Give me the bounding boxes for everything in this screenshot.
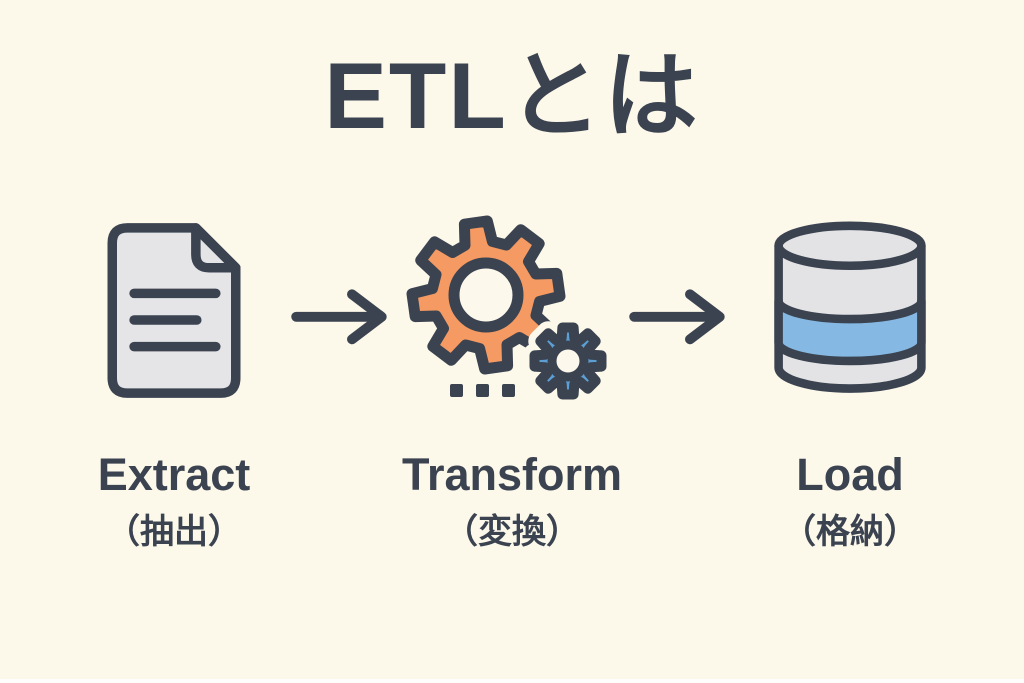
document-icon-svg bbox=[107, 222, 241, 398]
database-top-ellipse bbox=[774, 221, 926, 270]
transform-label: Transform bbox=[401, 449, 623, 501]
page-title: ETLとは bbox=[324, 43, 700, 148]
database-blue-band bbox=[774, 296, 926, 365]
extract-label-japanese: （抽出） bbox=[106, 512, 242, 551]
arrow-right-svg bbox=[629, 289, 725, 345]
document-fold-corner bbox=[191, 222, 241, 273]
ellipsis-dot bbox=[475, 383, 489, 397]
large-gear-hole bbox=[448, 257, 523, 333]
gears-icon-svg bbox=[406, 215, 613, 407]
diagram-row: Extract （抽出） bbox=[0, 212, 1024, 552]
arrow-head bbox=[347, 289, 387, 345]
arrow-right-icon bbox=[289, 288, 397, 346]
extract-label: Extract bbox=[97, 449, 251, 501]
step-transform: Transform （変換） bbox=[397, 212, 627, 552]
ellipsis-dot bbox=[449, 383, 463, 397]
ellipsis-dot bbox=[501, 383, 515, 397]
load-label: Load bbox=[796, 449, 904, 501]
arrow-right-svg bbox=[291, 289, 387, 345]
transform-label-japanese: （変換） bbox=[444, 512, 580, 551]
document-icon bbox=[98, 212, 250, 408]
step-load: Load （格納） bbox=[735, 212, 965, 552]
load-label-japanese: （格納） bbox=[782, 512, 918, 551]
arrow-right-icon bbox=[627, 288, 735, 346]
bottom-white-strip bbox=[0, 679, 1024, 683]
step-extract: Extract （抽出） bbox=[59, 212, 289, 552]
arrow-head bbox=[685, 289, 725, 345]
small-gear-hole bbox=[547, 340, 588, 382]
database-icon-svg bbox=[774, 221, 926, 393]
database-icon bbox=[771, 212, 929, 408]
gears-icon bbox=[400, 212, 625, 408]
